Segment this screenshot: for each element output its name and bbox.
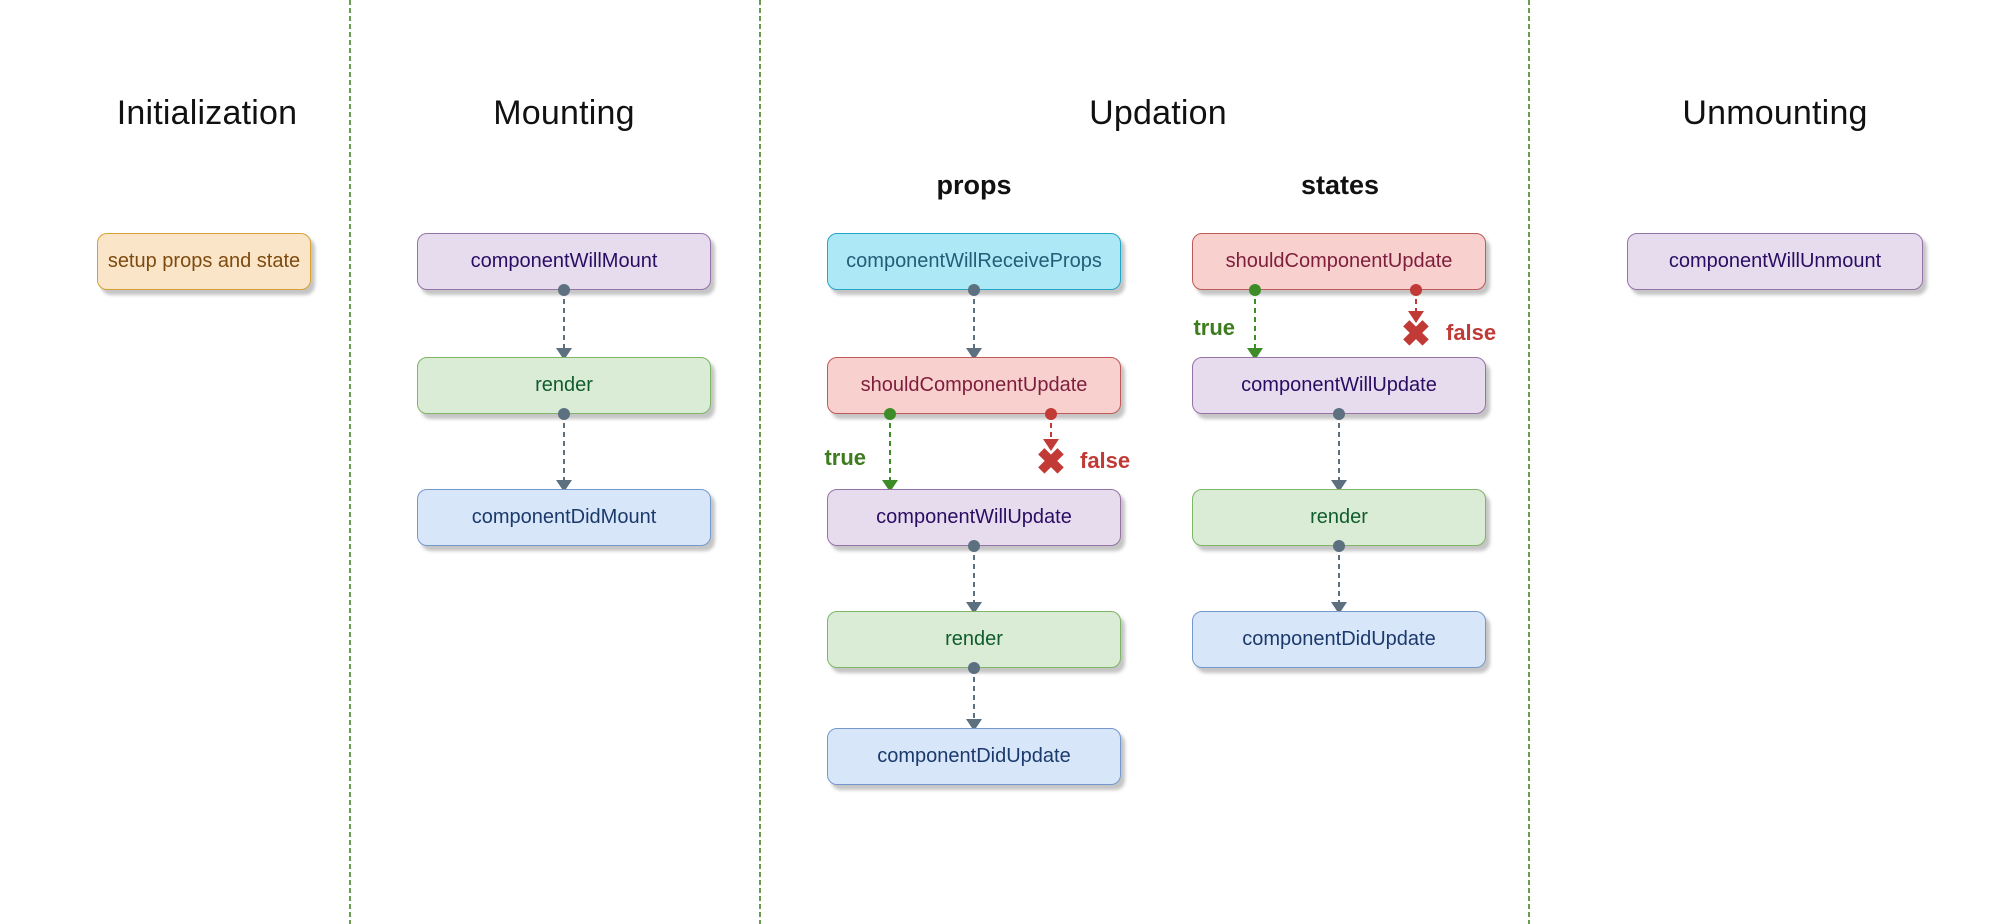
link-receiveprops-to-shouldupdate	[966, 284, 982, 360]
connector-dot	[1045, 408, 1057, 420]
node-component-did-update-states: componentDidUpdate	[1192, 611, 1486, 668]
link-true-branch-props	[882, 408, 898, 492]
node-label: componentWillUpdate	[876, 506, 1072, 528]
link-willupdate-to-render-props	[966, 540, 982, 614]
link-true-branch-states	[1247, 284, 1263, 360]
node-label: render	[945, 628, 1003, 650]
connector-dot	[1410, 284, 1422, 296]
node-component-did-update-props: componentDidUpdate	[827, 728, 1121, 785]
node-label: componentDidMount	[471, 506, 657, 528]
node-should-component-update-props: shouldComponentUpdate	[827, 357, 1121, 414]
connector-dot	[968, 284, 980, 296]
false-x-icon: ✖	[1400, 313, 1432, 354]
link-render-to-didupdate-states	[1331, 540, 1347, 614]
subgroup-title-props: props	[936, 170, 1012, 200]
branch-true-label-props: true	[824, 445, 866, 470]
node-label: componentWillReceiveProps	[846, 250, 1102, 272]
node-label: componentDidUpdate	[1242, 628, 1436, 650]
node-component-will-update-props: componentWillUpdate	[827, 489, 1121, 546]
link-willmount-to-render	[556, 284, 572, 360]
node-component-will-update-states: componentWillUpdate	[1192, 357, 1486, 414]
link-willupdate-to-render-states	[1331, 408, 1347, 492]
node-should-component-update-states: shouldComponentUpdate	[1192, 233, 1486, 290]
link-false-branch-states	[1408, 284, 1424, 323]
connector-dot	[1249, 284, 1261, 296]
subgroup-title-states: states	[1300, 170, 1380, 200]
connector-dot	[558, 284, 570, 296]
connector-dot	[884, 408, 896, 420]
arrowhead-icon	[1408, 311, 1424, 323]
phase-title-initialization: Initialization	[116, 94, 298, 132]
connector-dot	[558, 408, 570, 420]
column-separator	[1528, 0, 1530, 924]
connector-dot	[1333, 408, 1345, 420]
link-render-to-didmount	[556, 408, 572, 492]
node-render-states: render	[1192, 489, 1486, 546]
node-label: componentWillUpdate	[1241, 374, 1437, 396]
column-separator	[349, 0, 351, 924]
link-render-to-didupdate-props	[966, 662, 982, 731]
column-separator	[759, 0, 761, 924]
connector-dot	[1333, 540, 1345, 552]
node-component-did-mount: componentDidMount	[417, 489, 711, 546]
link-false-branch-props	[1043, 408, 1059, 451]
connector-dot	[968, 662, 980, 674]
branch-false-label-states: false	[1446, 320, 1497, 345]
phase-title-mounting: Mounting	[493, 94, 635, 132]
phase-title-unmounting: Unmounting	[1682, 94, 1868, 132]
node-render-props: render	[827, 611, 1121, 668]
node-render-mounting: render	[417, 357, 711, 414]
branch-false-label-props: false	[1080, 448, 1131, 473]
node-label: componentDidUpdate	[877, 745, 1071, 767]
node-label: shouldComponentUpdate	[860, 374, 1088, 396]
connector-dot	[968, 540, 980, 552]
node-label: componentWillUnmount	[1668, 250, 1882, 272]
branch-true-label-states: true	[1193, 315, 1235, 340]
node-label: render	[1310, 506, 1368, 528]
node-component-will-mount: componentWillMount	[417, 233, 711, 290]
node-component-will-receive-props: componentWillReceiveProps	[827, 233, 1121, 290]
node-label: shouldComponentUpdate	[1225, 250, 1453, 272]
node-label: setup props and state	[107, 250, 301, 272]
node-component-will-unmount: componentWillUnmount	[1627, 233, 1923, 290]
phase-title-updation: Updation	[1089, 94, 1227, 132]
node-label: componentWillMount	[470, 250, 658, 272]
node-setup-props-and-state: setup props and state	[97, 233, 311, 290]
arrowhead-icon	[1043, 439, 1059, 451]
node-label: render	[535, 374, 593, 396]
false-x-icon: ✖	[1035, 441, 1067, 482]
